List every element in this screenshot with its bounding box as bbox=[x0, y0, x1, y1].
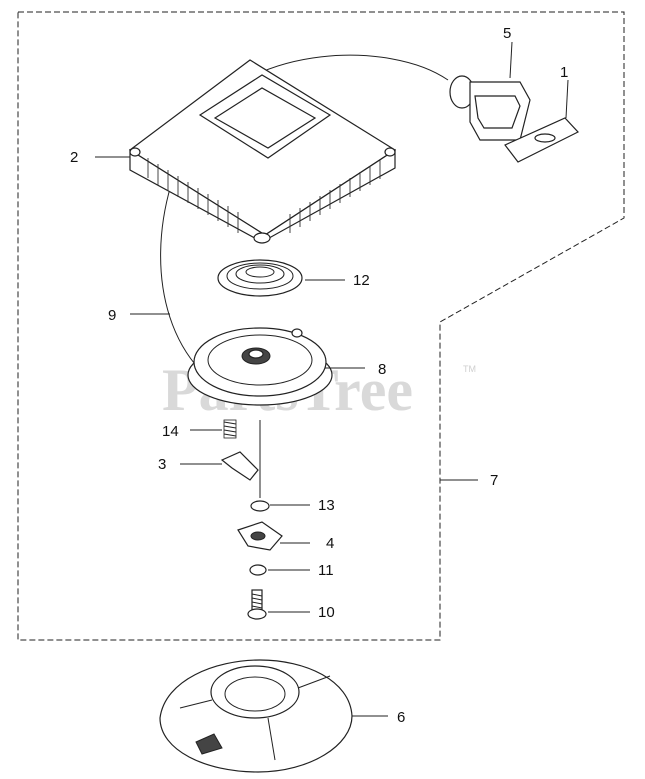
callout-2: 2 bbox=[70, 149, 78, 166]
callout-4: 4 bbox=[326, 535, 334, 552]
spring-small bbox=[223, 419, 237, 439]
starter-handle bbox=[449, 75, 531, 141]
callout-3: 3 bbox=[158, 456, 166, 473]
ratchet bbox=[237, 521, 283, 551]
callout-5: 5 bbox=[503, 25, 511, 42]
washer-11 bbox=[249, 564, 267, 576]
callout-8: 8 bbox=[378, 361, 386, 378]
starter-pulley bbox=[187, 327, 333, 406]
recoil-spring bbox=[217, 259, 303, 297]
callout-12: 12 bbox=[353, 272, 370, 289]
callout-7: 7 bbox=[490, 472, 498, 489]
screw bbox=[247, 589, 267, 620]
callout-10: 10 bbox=[318, 604, 335, 621]
leader-lines bbox=[95, 41, 569, 717]
callout-1: 1 bbox=[560, 64, 568, 81]
watermark-trademark: TM bbox=[463, 364, 476, 374]
callout-6: 6 bbox=[397, 709, 405, 726]
callout-9: 9 bbox=[108, 307, 116, 324]
callout-13: 13 bbox=[318, 497, 335, 514]
assembly-boundary bbox=[17, 11, 625, 641]
washer-13 bbox=[250, 500, 270, 512]
callout-14: 14 bbox=[162, 423, 179, 440]
fan-cover bbox=[159, 659, 353, 773]
starter-housing bbox=[128, 59, 397, 244]
handle-insert bbox=[504, 117, 579, 163]
callout-11: 11 bbox=[318, 562, 334, 579]
ratchet-pawl bbox=[220, 451, 259, 481]
